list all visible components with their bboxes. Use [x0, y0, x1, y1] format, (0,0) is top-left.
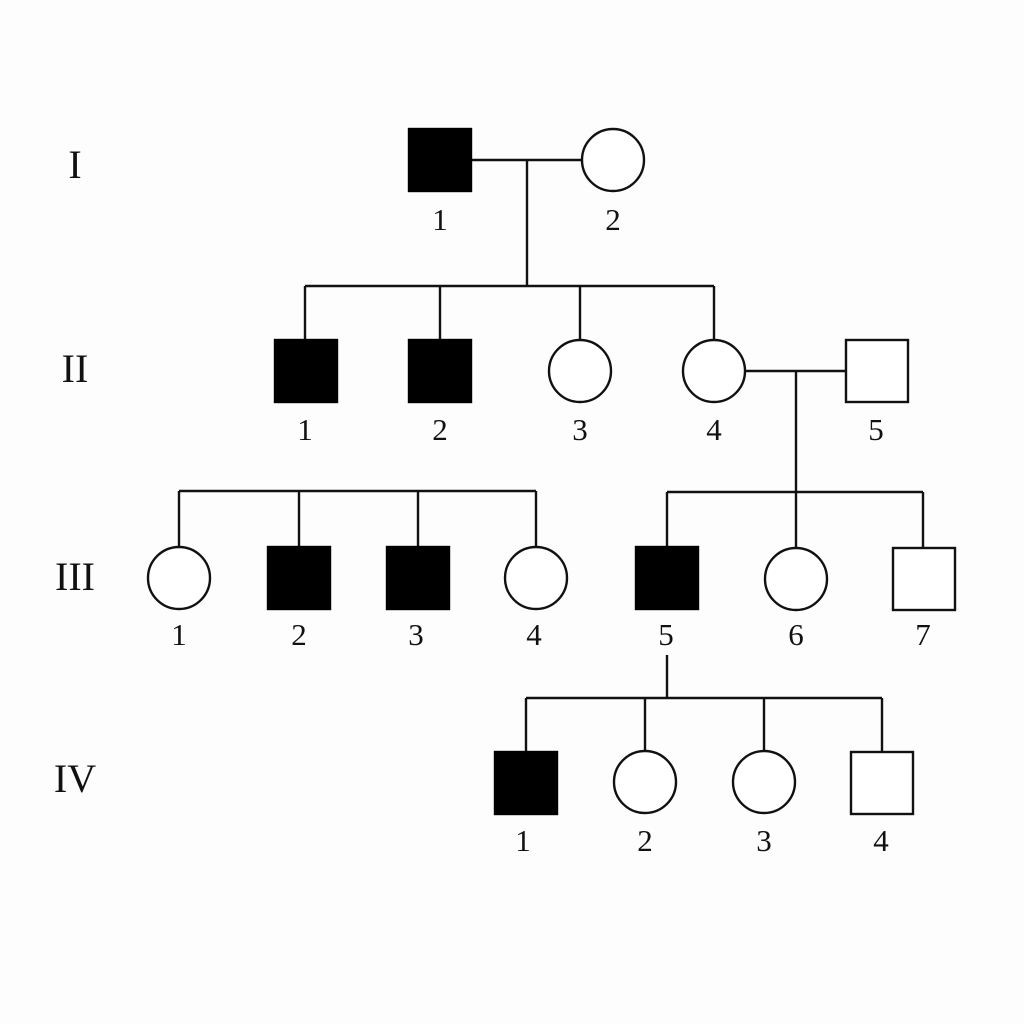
individual-number-label: 3 [756, 823, 772, 858]
male-symbol [849, 750, 915, 816]
individual-II-4: 4 [681, 338, 747, 447]
connector-lines [177, 158, 925, 752]
individuals-layer: 1 2 1 2 3 4 5 1 [146, 127, 957, 858]
individual-III-5: 5 [634, 545, 700, 652]
individual-number-label: 1 [515, 823, 531, 858]
individual-number-label: 1 [297, 412, 313, 447]
individual-number-label: 7 [915, 617, 931, 652]
female-symbol [580, 127, 646, 193]
generation-label-I: I [68, 142, 81, 187]
female-symbol [731, 749, 797, 815]
individual-number-label: 5 [868, 412, 884, 447]
individual-number-label: 2 [605, 202, 621, 237]
individual-IV-2: 2 [612, 749, 678, 858]
individual-number-label: 4 [706, 412, 722, 447]
individual-IV-4: 4 [849, 750, 915, 858]
individual-IV-3: 3 [731, 749, 797, 858]
male-symbol [407, 127, 473, 193]
individual-number-label: 2 [637, 823, 653, 858]
individual-number-label: 2 [432, 412, 448, 447]
generation-label-III: III [55, 554, 95, 599]
individual-number-label: 3 [572, 412, 588, 447]
individual-III-4: 4 [503, 545, 569, 652]
female-symbol [547, 338, 613, 404]
generation-label-II: II [62, 346, 89, 391]
individual-II-5: 5 [844, 338, 910, 447]
individual-number-label: 1 [432, 202, 448, 237]
female-symbol [763, 546, 829, 612]
individual-III-6: 6 [763, 546, 829, 652]
individual-I-1: 1 [407, 127, 473, 237]
individual-III-2: 2 [266, 545, 332, 652]
female-symbol [681, 338, 747, 404]
individual-number-label: 4 [873, 823, 889, 858]
individual-II-1: 1 [273, 338, 339, 447]
individual-number-label: 1 [171, 617, 187, 652]
female-symbol [612, 749, 678, 815]
male-symbol [634, 545, 700, 611]
female-symbol [146, 545, 212, 611]
individual-number-label: 2 [291, 617, 307, 652]
individual-number-label: 5 [658, 617, 674, 652]
female-symbol [503, 545, 569, 611]
individual-number-label: 3 [408, 617, 424, 652]
individual-number-label: 4 [526, 617, 542, 652]
individual-III-1: 1 [146, 545, 212, 652]
individual-III-7: 7 [891, 546, 957, 652]
male-symbol [407, 338, 473, 404]
generation-label-IV: IV [54, 756, 96, 801]
individual-III-3: 3 [385, 545, 451, 652]
male-symbol [891, 546, 957, 612]
individual-II-2: 2 [407, 338, 473, 447]
male-symbol [493, 750, 559, 816]
individual-IV-1: 1 [493, 750, 559, 858]
male-symbol [385, 545, 451, 611]
individual-II-3: 3 [547, 338, 613, 447]
male-symbol [266, 545, 332, 611]
male-symbol [844, 338, 910, 404]
individual-number-label: 6 [788, 617, 804, 652]
male-symbol [273, 338, 339, 404]
individual-I-2: 2 [580, 127, 646, 237]
